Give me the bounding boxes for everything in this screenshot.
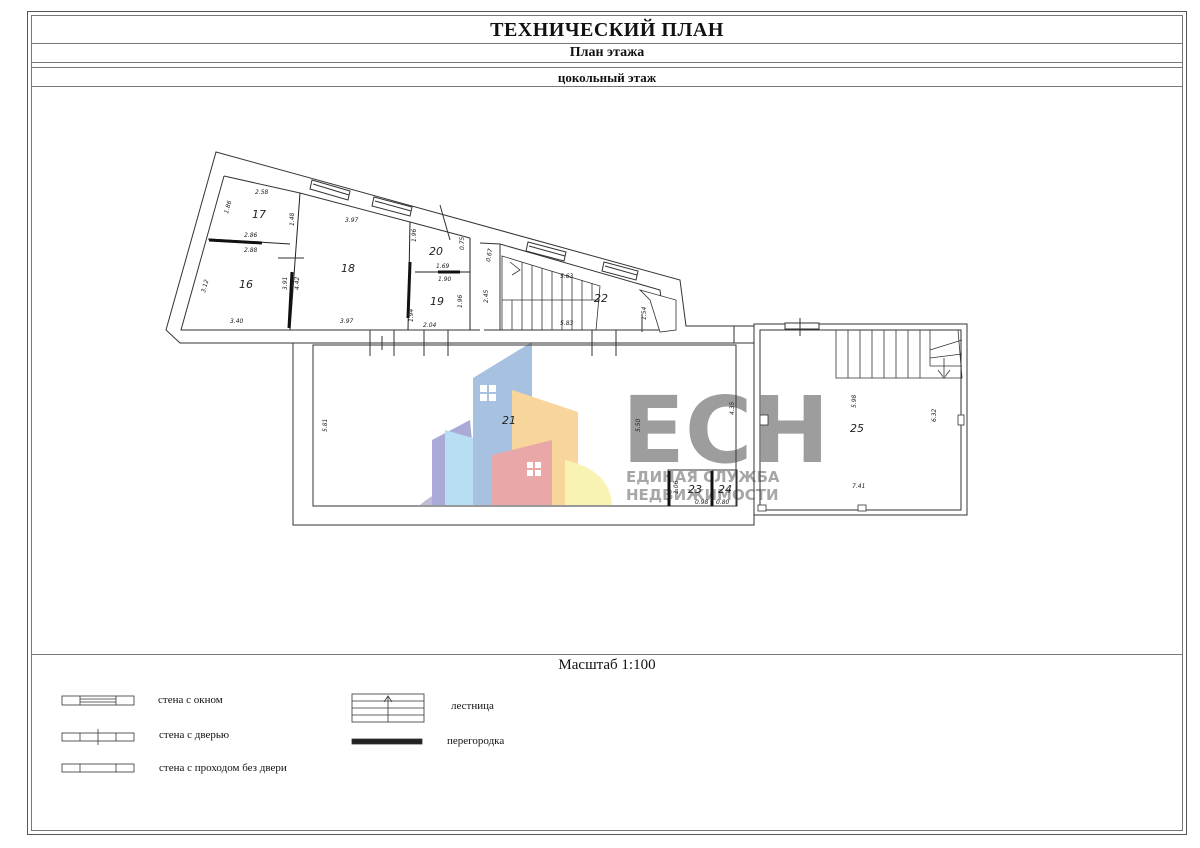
legend-wall-window-symbol xyxy=(61,695,135,706)
dimension-label: 3.97 xyxy=(340,318,354,325)
watermark-letters: ЕСН xyxy=(622,377,829,484)
legend-partition-label: перегородка xyxy=(447,735,505,747)
dimension-label: 1.90 xyxy=(438,276,452,283)
dimension-label: 0.98 xyxy=(695,499,709,506)
legend-wall-passage-symbol xyxy=(61,763,135,773)
dimension-label: 2.86 xyxy=(244,232,258,239)
scale-label: Масштаб 1:100 xyxy=(558,657,656,673)
dimension-label: 3.91 xyxy=(282,277,289,290)
dimension-label: 5.50 xyxy=(635,418,642,432)
room-23-label: 23 xyxy=(688,483,702,496)
room-19-label: 19 xyxy=(430,295,444,308)
room-24-label: 24 xyxy=(718,483,732,496)
dimension-label: 7.41 xyxy=(852,483,865,490)
dimension-label: 1.96 xyxy=(457,294,464,308)
windows xyxy=(309,179,820,330)
room-17-label: 17 xyxy=(252,208,266,221)
thick-partitions xyxy=(208,238,714,506)
header-divider xyxy=(31,86,1183,87)
room-25-label: 25 xyxy=(850,422,864,435)
dimension-label: 5.63 xyxy=(560,273,574,280)
dimension-label: 1.69 xyxy=(436,263,450,270)
dimension-label: 5.83 xyxy=(560,320,574,327)
sheet-inner-frame xyxy=(31,15,1183,831)
header-divider xyxy=(31,43,1183,44)
legend-divider xyxy=(31,654,1183,655)
legend-wall-door-label: стена с дверью xyxy=(159,729,230,741)
watermark-line-1: ЕДИНАЯ СЛУЖБА xyxy=(626,468,780,486)
dimension-label: 5.98 xyxy=(851,394,858,408)
dimension-label: 3.40 xyxy=(230,318,244,325)
room-labels: 17 16 18 20 19 22 21 23 24 25 xyxy=(239,208,864,496)
doors xyxy=(278,204,801,356)
dimension-label: 6.32 xyxy=(931,408,938,422)
dimension-label: 2.45 xyxy=(483,289,490,303)
room-18-label: 18 xyxy=(341,262,355,275)
floor-title: цокольный этаж xyxy=(557,70,657,85)
stairs-east xyxy=(835,329,963,379)
header-divider xyxy=(31,62,1183,63)
dimension-label: 3.97 xyxy=(345,217,359,224)
legend-wall-window-label: стена с окном xyxy=(158,694,223,706)
partitions xyxy=(207,192,471,331)
dimension-label: 1.54 xyxy=(641,306,648,320)
room-20-label: 20 xyxy=(429,245,443,258)
dimension-label: 0.67 xyxy=(485,248,494,263)
dimension-labels: 2.58 1.86 2.86 2.88 1.48 3.97 3.12 3.40 … xyxy=(200,189,938,506)
stairs-west xyxy=(501,255,677,333)
dimension-label: 0.75 xyxy=(459,236,466,250)
dimension-label: 5.81 xyxy=(322,419,329,432)
plan-subtitle: План этажа xyxy=(569,45,645,60)
dimension-label: 1.94 xyxy=(408,308,415,322)
dimension-label: 1.48 xyxy=(289,212,296,226)
dimension-label: 1.96 xyxy=(411,228,418,242)
sheet-outer-frame xyxy=(27,11,1187,835)
dimension-label: 3.12 xyxy=(200,279,210,294)
page-title: ТЕХНИЧЕСКИЙ ПЛАН xyxy=(490,19,724,41)
header-divider xyxy=(31,67,1183,68)
dimension-label: 4.42 xyxy=(294,276,301,290)
dimension-label: 4.35 xyxy=(729,401,736,415)
column-markers xyxy=(757,414,965,512)
legend-symbols xyxy=(61,693,425,773)
room-16-label: 16 xyxy=(239,278,253,291)
dimension-label: 1.86 xyxy=(223,200,233,215)
legend-partition-symbol xyxy=(351,738,423,745)
legend-wall-passage-label: стена с проходом без двери xyxy=(159,762,287,774)
dimension-label: 2.88 xyxy=(244,247,258,254)
dimension-label: 2.04 xyxy=(423,322,437,329)
dimension-label: 2.58 xyxy=(255,189,269,196)
room-22-label: 22 xyxy=(594,292,608,305)
room-21-label: 21 xyxy=(502,414,516,427)
watermark: ЕСН ЕДИНАЯ СЛУЖБА НЕДВИЖИМОСТИ xyxy=(420,342,829,505)
legend-stairs-label: лестница xyxy=(451,700,494,712)
dimension-label: 0.80 xyxy=(716,499,730,506)
watermark-line-2: НЕДВИЖИМОСТИ xyxy=(626,486,779,504)
dimension-label: 1.06 xyxy=(673,480,680,494)
